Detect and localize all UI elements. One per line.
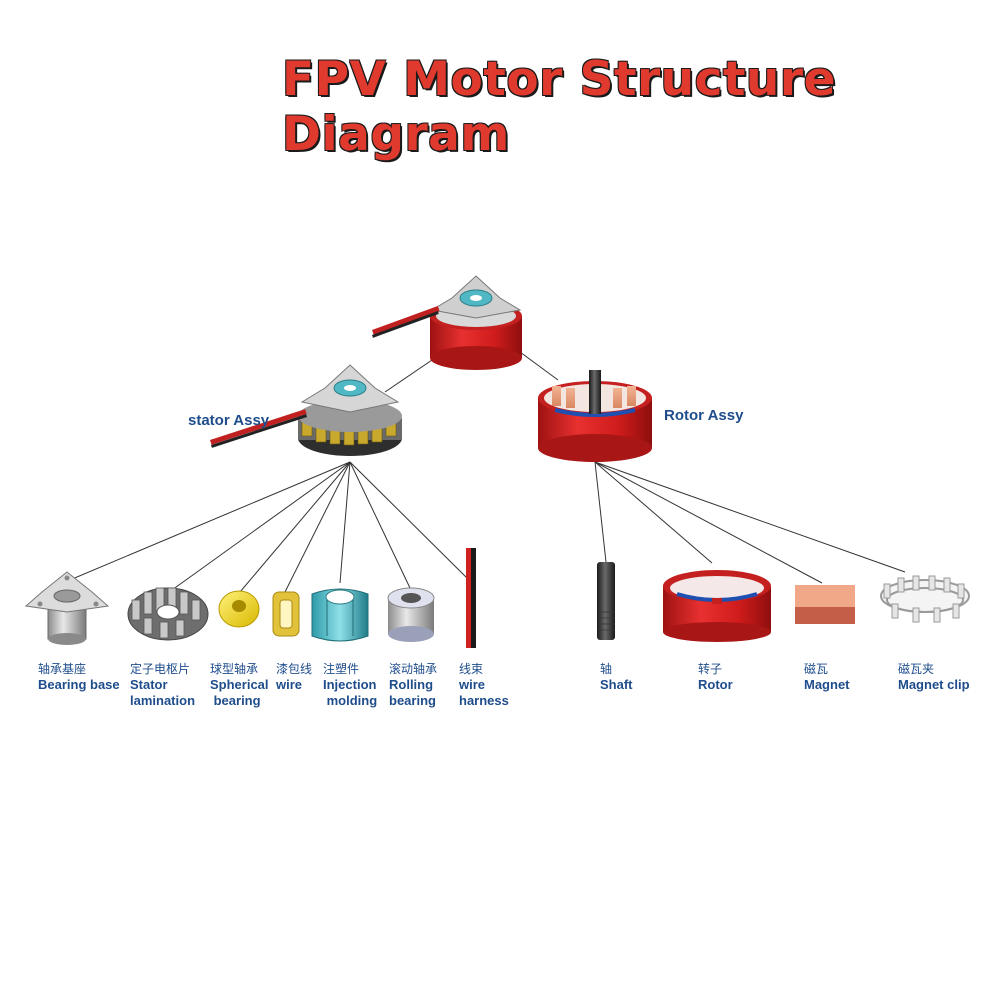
part-label-en: Bearing base (38, 677, 120, 692)
connector-top-to-stator (384, 357, 436, 393)
part-label-en: Spherical bearing (210, 677, 269, 708)
part-label-magnet-clip: 磁瓦夹 Magnet clip (898, 661, 970, 693)
diagram-title: FPV Motor Structure Diagram (282, 52, 836, 162)
part-label-wire: 漆包线 wire (276, 661, 312, 693)
wire-coil-icon (272, 591, 300, 637)
assembly-connectors (384, 351, 559, 393)
complete-motor-image (372, 275, 522, 370)
part-label-en: Shaft (600, 677, 633, 692)
wire-harness-icon (466, 548, 476, 648)
part-label-injection-molding: 注塑件 Injection molding (323, 661, 377, 709)
part-label-cn: 球型轴承 (210, 662, 259, 676)
bearing-base-icon (24, 571, 110, 645)
rotor-assembly-image (538, 370, 652, 462)
part-label-rotor: 转子 Rotor (698, 661, 733, 693)
part-label-shaft: 轴 Shaft (600, 661, 633, 693)
part-label-cn: 注塑件 (323, 662, 360, 676)
part-label-cn: 轴 (600, 662, 613, 676)
injection-molding-icon (311, 588, 369, 642)
part-label-bearing-base: 轴承基座 Bearing base (38, 661, 120, 693)
stator-lamination-icon (127, 587, 209, 641)
part-label-cn: 漆包线 (276, 662, 313, 676)
stator-assembly-label: stator Assy (188, 412, 270, 429)
part-label-rolling-bearing: 滚动轴承 Rolling bearing (389, 661, 437, 709)
part-label-en: Stator lamination (130, 677, 196, 708)
part-label-magnet: 磁瓦 Magnet (804, 661, 850, 693)
stator-assembly-image (210, 364, 402, 456)
rotor-bell-icon (663, 570, 771, 642)
part-label-cn: 磁瓦 (804, 662, 829, 676)
part-label-cn: 定子电枢片 (130, 662, 191, 676)
part-label-en: Rolling bearing (389, 677, 436, 708)
stator-part-connectors (57, 461, 473, 593)
part-label-wire-harness: 线束 wire harness (459, 661, 509, 709)
magnet-clip-icon (880, 575, 970, 623)
part-label-en: wire harness (459, 677, 509, 708)
part-label-en: Magnet clip (898, 677, 970, 692)
rotor-part-connectors (594, 461, 906, 584)
part-label-cn: 轴承基座 (38, 662, 87, 676)
part-label-stator-lamination: 定子电枢片 Stator lamination (130, 661, 195, 709)
part-label-cn: 滚动轴承 (389, 662, 438, 676)
part-label-en: Injection molding (323, 677, 378, 708)
connector-top-to-rotor (519, 351, 559, 381)
part-label-cn: 磁瓦夹 (898, 662, 935, 676)
spherical-bearing-icon (218, 590, 260, 628)
part-label-cn: 线束 (459, 662, 484, 676)
part-label-en: wire (276, 677, 303, 692)
magnet-icon (795, 585, 855, 624)
rotor-assembly-label: Rotor Assy (664, 407, 744, 424)
shaft-icon (597, 562, 615, 640)
part-label-cn: 转子 (698, 662, 723, 676)
part-label-en: Rotor (698, 677, 733, 692)
rolling-bearing-icon (387, 587, 435, 642)
part-label-en: Magnet (804, 677, 850, 692)
part-label-spherical-bearing: 球型轴承 Spherical bearing (210, 661, 269, 709)
